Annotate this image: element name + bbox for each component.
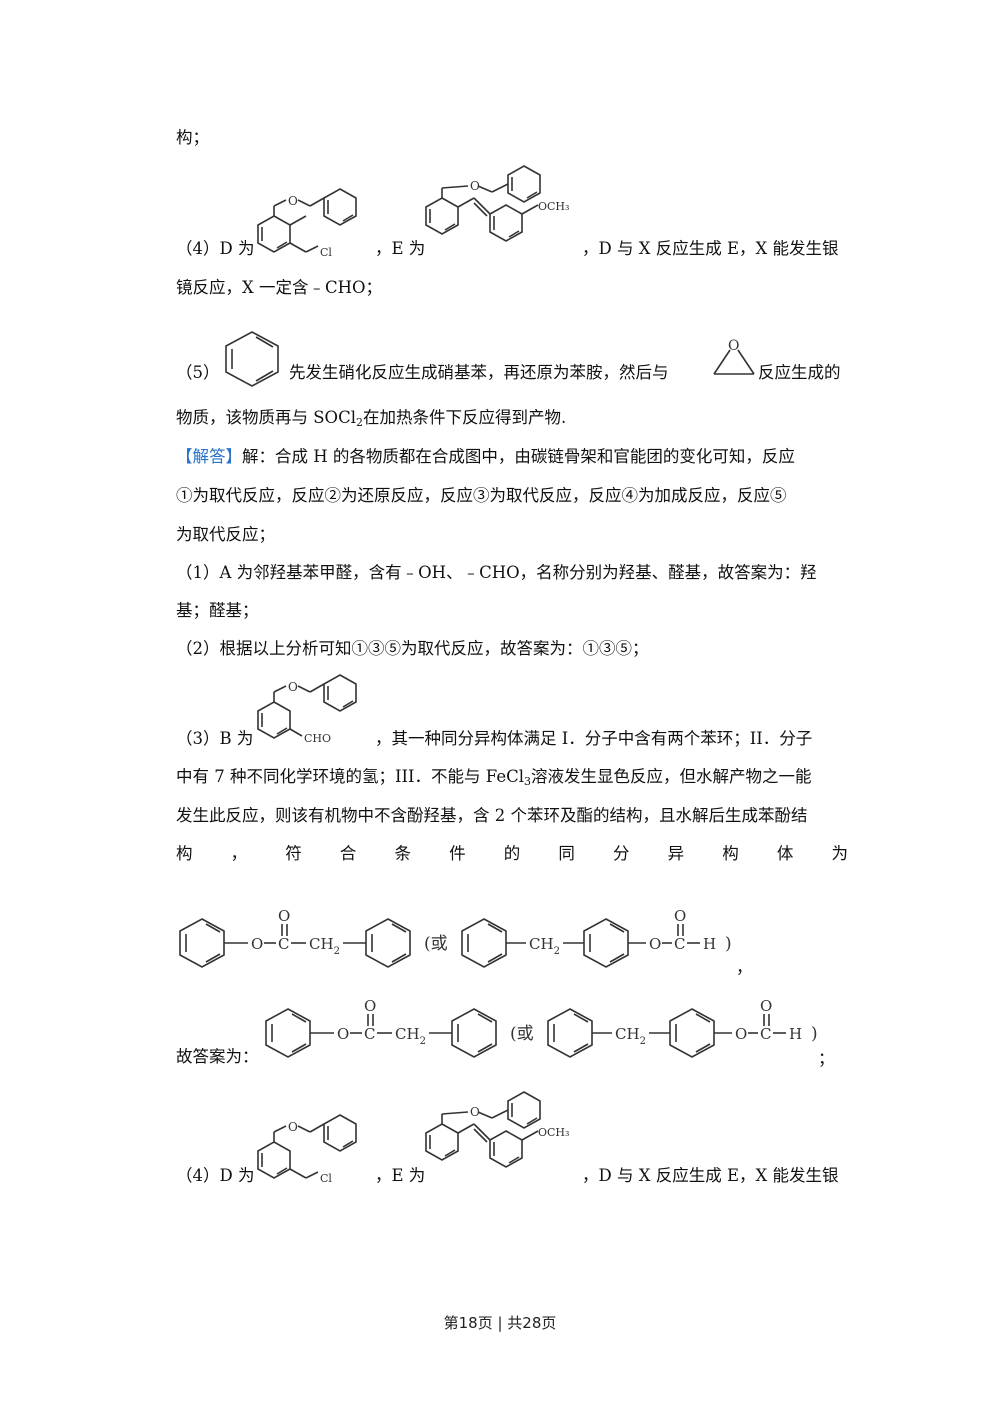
char: ， — [230, 844, 248, 863]
q3-suffix: ，其一种同分异构体满足 I．分子中含有两个苯环；II．分子 — [375, 729, 813, 748]
close-paren: ) — [811, 1024, 818, 1044]
oxygen-label: O — [674, 907, 686, 925]
char: 的 — [503, 844, 521, 863]
text-line: ①为取代反应，反应②为还原反应，反应③为取代反应，反应④为加成反应，反应⑤ — [176, 486, 787, 505]
ch2-label: CH2 — [309, 935, 340, 957]
ch-text: CH — [529, 935, 554, 953]
close-paren: ) — [725, 934, 732, 954]
char: 同 — [558, 844, 575, 863]
justified-line: 构 ， 符 合 条 件 的 同 分 异 构 体 为 — [176, 842, 848, 866]
carbon-label: C — [760, 1025, 771, 1043]
oxygen-label: O — [649, 935, 661, 953]
q4-suffix: ，D 与 X 反应生成 E，X 能发生银 — [582, 1166, 839, 1185]
hydrogen-label: H — [789, 1025, 802, 1043]
semicolon: ； — [818, 1049, 835, 1068]
q4-mid: ，E 为 — [375, 239, 426, 258]
text-line: 发生此反应，则该有机物中不含酚羟基，含 2 个苯环及酯的结构，且水解后生成苯酚结 — [176, 806, 808, 825]
oxygen-label: O — [728, 338, 739, 354]
q4-prefix: （4）D 为 — [176, 1166, 255, 1185]
oxygen-label: O — [735, 1025, 747, 1043]
epoxide-ring: O — [710, 336, 760, 380]
q5-suffix: 反应生成的 — [758, 363, 841, 382]
or-label: (或 — [424, 934, 448, 954]
molecule-e: O OCH₃ — [420, 1084, 590, 1196]
text-line: 构； — [176, 128, 209, 147]
methoxy-label: OCH₃ — [538, 1126, 569, 1139]
oxygen-label: O — [288, 680, 298, 694]
char: 体 — [776, 844, 794, 863]
text-segment: 物质，该物质再与 SOCl — [176, 408, 356, 427]
text-line: 为取代反应； — [176, 525, 275, 544]
char: 构 — [176, 844, 193, 863]
comma: ， — [736, 958, 753, 977]
isomer-structures: O C O CH2 (或 CH2 O C O H ) — [172, 905, 742, 977]
q4-prefix: （4）D 为 — [176, 239, 255, 258]
molecule-e: O OCH₃ — [420, 158, 590, 270]
text-line: （2）根据以上分析可知①③⑤为取代反应，故答案为：①③⑤； — [176, 639, 649, 658]
benzene-ring — [216, 328, 288, 390]
molecule-b: O CHO — [250, 670, 382, 756]
text-line: 中有 7 种不同化学环境的氢；III．不能与 FeCl3溶液发生显色反应，但水解… — [176, 765, 812, 794]
ch-text: CH — [615, 1025, 640, 1043]
oxygen-label: O — [251, 935, 263, 953]
ch-text: CH — [395, 1025, 420, 1043]
or-label: (或 — [510, 1024, 534, 1044]
oxygen-label: O — [760, 997, 772, 1015]
q3-prefix: （3）B 为 — [176, 729, 254, 748]
text-line: 基；醛基； — [176, 601, 259, 620]
ch2-label: CH2 — [615, 1025, 646, 1047]
text-line: （1）A 为邻羟基苯甲醛，含有﹣OH、﹣CHO，名称分别为羟基、醛基，故答案为：… — [176, 563, 817, 582]
oxygen-label: O — [470, 1105, 480, 1119]
subscript: 2 — [554, 946, 560, 957]
subscript: 2 — [420, 1036, 426, 1047]
q5-mid: 先发生硝化反应生成硝基苯，再还原为苯胺，然后与 — [289, 363, 669, 382]
oxygen-label: O — [288, 194, 298, 208]
text-segment: 中有 7 种不同化学环境的氢；III．不能与 FeCl — [176, 767, 524, 786]
text-segment: 溶液发生显色反应，但水解产物之一能 — [531, 767, 812, 786]
text-line: 物质，该物质再与 SOCl2在加热条件下反应得到产物. — [176, 406, 566, 435]
molecule-d: O Cl — [250, 1110, 382, 1196]
ch2-label: CH2 — [529, 935, 560, 957]
isomer-structures-answer: O C O CH2 (或 CH2 O C O H ) — [258, 995, 828, 1067]
char: 符 — [285, 844, 302, 863]
carbon-label: C — [674, 935, 685, 953]
chlorine-label: Cl — [320, 246, 332, 259]
oxygen-label: O — [288, 1120, 298, 1134]
chlorine-label: Cl — [320, 1172, 332, 1185]
char: 合 — [339, 844, 357, 863]
hydrogen-label: H — [703, 935, 716, 953]
page-footer: 第18页 | 共28页 — [443, 1314, 557, 1332]
char: 异 — [667, 844, 685, 863]
char: 构 — [722, 844, 739, 863]
answer-line: 【解答】解：合成 H 的各物质都在合成图中，由碳链骨架和官能团的变化可知，反应 — [176, 445, 795, 469]
answer-prefix: 故答案为： — [176, 1047, 259, 1066]
char: 为 — [831, 844, 849, 863]
subscript: 3 — [524, 775, 531, 788]
carbon-label: C — [278, 935, 289, 953]
q4-suffix: ，D 与 X 反应生成 E，X 能发生银 — [582, 239, 839, 258]
char: 件 — [449, 844, 466, 863]
oxygen-label: O — [278, 907, 290, 925]
subscript: 2 — [355, 416, 363, 429]
molecule-d: O Cl — [250, 184, 382, 270]
char: 条 — [394, 844, 412, 863]
q4-mid: ，E 为 — [375, 1166, 426, 1185]
aldehyde-label: CHO — [304, 732, 331, 745]
q5-prefix: （5） — [176, 363, 220, 382]
carbon-label: C — [364, 1025, 375, 1043]
subscript: 2 — [334, 946, 340, 957]
char: 分 — [613, 844, 630, 863]
oxygen-label: O — [364, 997, 376, 1015]
subscript: 2 — [640, 1036, 646, 1047]
answer-text: 解：合成 H 的各物质都在合成图中，由碳链骨架和官能团的变化可知，反应 — [242, 447, 795, 466]
oxygen-label: O — [470, 179, 480, 193]
ch-text: CH — [309, 935, 334, 953]
ch2-label: CH2 — [395, 1025, 426, 1047]
methoxy-label: OCH₃ — [538, 200, 569, 213]
oxygen-label: O — [337, 1025, 349, 1043]
answer-tag: 【解答】 — [176, 447, 242, 466]
text-segment: 在加热条件下反应得到产物. — [362, 408, 567, 427]
text-line: 镜反应，X 一定含﹣CHO； — [176, 278, 383, 297]
